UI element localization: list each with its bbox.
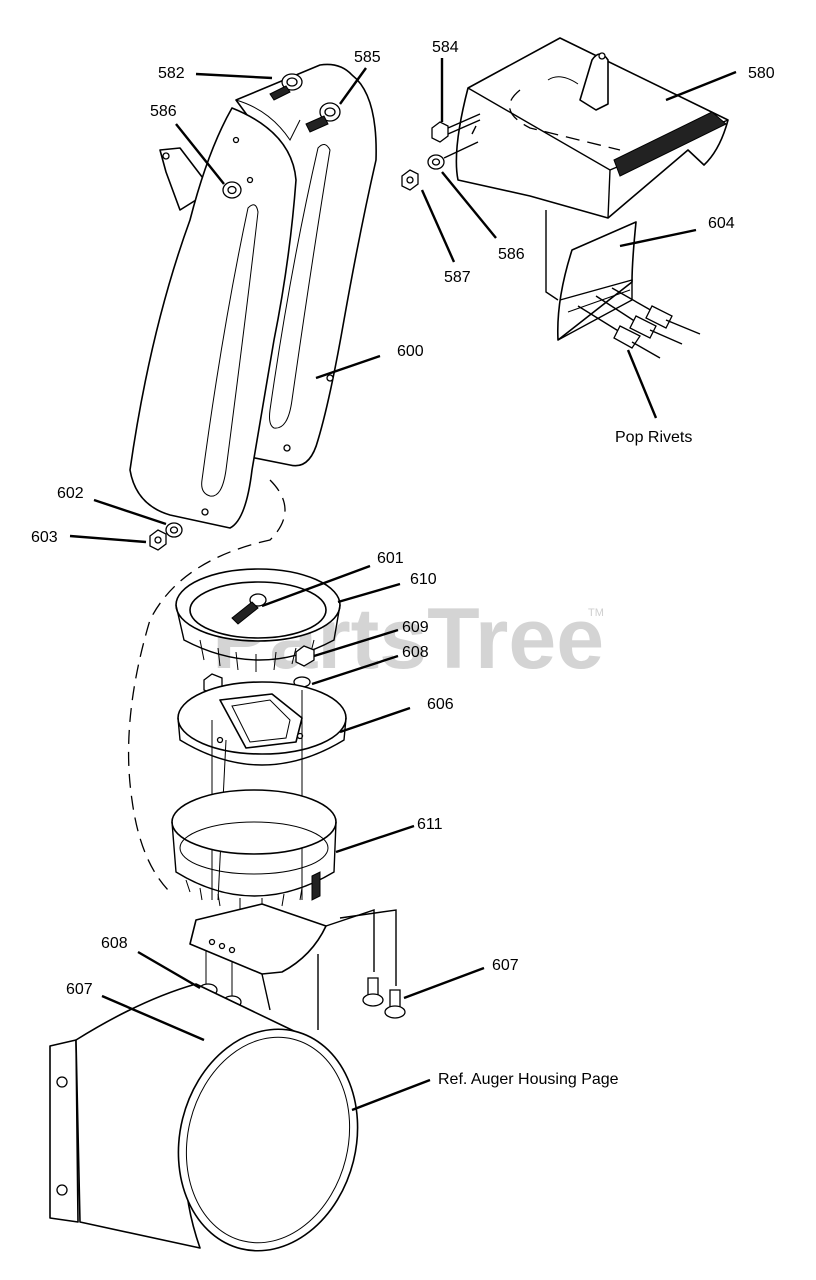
pop-rivets (577, 287, 701, 359)
label-586-right: 586 (498, 246, 525, 263)
label-610: 610 (410, 571, 437, 588)
label-586-top: 586 (150, 103, 177, 120)
label-611: 611 (417, 816, 443, 833)
label-609: 609 (402, 619, 429, 636)
label-pop-rivets: Pop Rivets (615, 429, 692, 446)
nut-587 (401, 169, 419, 191)
washer-586-right (427, 141, 479, 170)
auger-housing (49, 983, 359, 1252)
label-603: 603 (31, 529, 58, 546)
part-labels: 582 585 586 584 580 587 586 604 Pop Rive… (31, 39, 775, 1088)
label-580: 580 (748, 65, 775, 82)
watermark-trademark: TM (588, 607, 604, 619)
ring-606 (177, 681, 347, 766)
label-601: 601 (377, 550, 404, 567)
label-606: 606 (427, 696, 454, 713)
deflector-580 (455, 37, 729, 219)
bolt-584 (431, 113, 481, 143)
nut-603 (149, 529, 167, 551)
label-602: 602 (57, 485, 84, 502)
bolt-582 (269, 73, 303, 101)
label-607-right: 607 (492, 957, 519, 974)
label-ref-auger-housing: Ref. Auger Housing Page (438, 1071, 619, 1088)
gear-ring-611 (171, 789, 337, 910)
rotation-arc (127, 479, 286, 891)
label-584: 584 (432, 39, 459, 56)
base-plate (189, 903, 397, 1030)
plate-604 (545, 210, 637, 341)
label-585: 585 (354, 49, 381, 66)
label-582: 582 (158, 65, 185, 82)
label-607-left: 607 (66, 981, 93, 998)
bolt-585 (305, 102, 341, 133)
label-600: 600 (397, 343, 424, 360)
bolt-601 (231, 593, 267, 625)
label-587: 587 (444, 269, 471, 286)
label-608-bottom: 608 (101, 935, 128, 952)
label-608-top: 608 (402, 644, 429, 661)
chute-600 (129, 63, 377, 529)
washer-586-top (222, 181, 242, 199)
washer-602 (165, 522, 183, 538)
leader-lines (69, 58, 737, 1112)
label-604: 604 (708, 215, 735, 232)
